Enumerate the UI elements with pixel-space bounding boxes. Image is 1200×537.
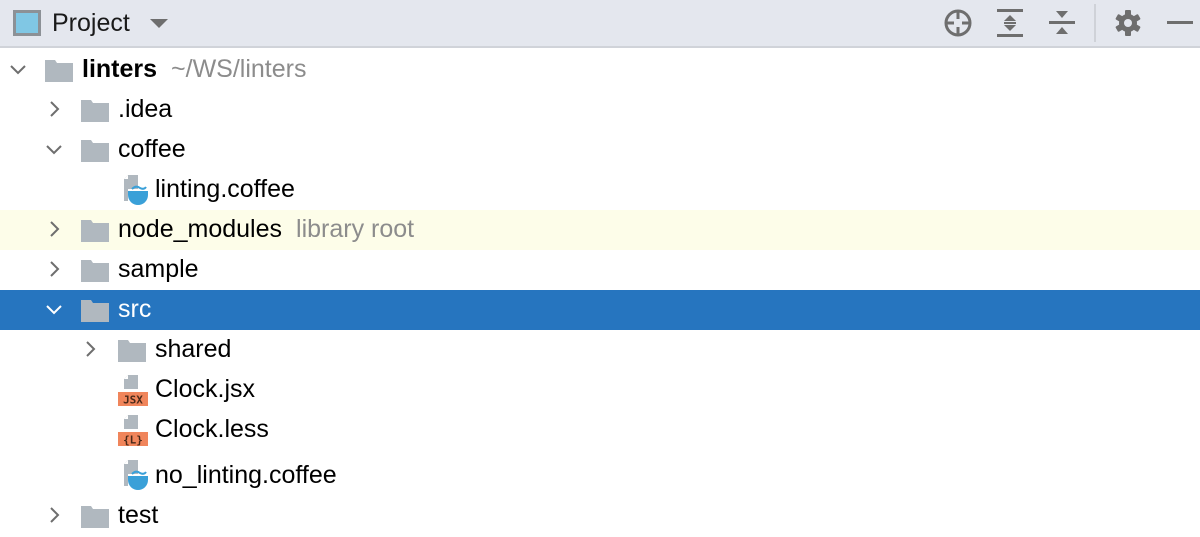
chevron-down-icon[interactable] xyxy=(8,59,28,79)
less-file-icon: {L} xyxy=(118,415,148,447)
view-selector[interactable]: Project xyxy=(52,9,130,37)
folder-icon xyxy=(81,220,109,242)
collapse-all-button[interactable] xyxy=(1045,6,1079,40)
coffee-file-icon xyxy=(124,460,148,490)
folder-icon xyxy=(81,140,109,162)
tree-row-coffee[interactable]: coffee xyxy=(0,130,1200,170)
collapse-all-icon xyxy=(1049,11,1075,34)
folder-icon xyxy=(81,506,109,528)
coffee-file-icon xyxy=(124,175,148,205)
tree-row-no-linting-coffee[interactable]: no_linting.coffee xyxy=(0,452,1200,496)
locate-icon xyxy=(944,9,972,37)
expand-all-button[interactable] xyxy=(993,6,1027,40)
tree-row-root[interactable]: linters ~/WS/linters xyxy=(0,50,1200,90)
tree-row-linting-coffee[interactable]: linting.coffee xyxy=(0,170,1200,210)
tree-row-idea[interactable]: .idea xyxy=(0,90,1200,130)
tree-label: .idea xyxy=(118,95,173,123)
tree-label: sample xyxy=(118,255,199,283)
svg-text:JSX: JSX xyxy=(123,394,143,407)
chevron-down-icon[interactable] xyxy=(44,139,64,159)
tree-row-src[interactable]: src xyxy=(0,290,1200,330)
tree-row-clock-jsx[interactable]: JSX Clock.jsx xyxy=(0,370,1200,410)
expand-all-icon xyxy=(997,9,1023,37)
library-root-hint: library root xyxy=(296,215,415,243)
tree-label: Clock.jsx xyxy=(155,375,256,403)
folder-icon xyxy=(45,60,73,82)
chevron-right-icon[interactable] xyxy=(44,99,64,119)
folder-icon xyxy=(81,300,109,322)
svg-text:{L}: {L} xyxy=(123,434,143,447)
tree-label: test xyxy=(118,501,159,529)
folder-icon xyxy=(81,100,109,122)
chevron-right-icon[interactable] xyxy=(44,259,64,279)
root-path: ~/WS/linters xyxy=(171,55,307,83)
settings-button[interactable] xyxy=(1111,6,1145,40)
tree-label: node_modules xyxy=(118,215,283,243)
tree-label: no_linting.coffee xyxy=(155,461,337,489)
tree-row-shared[interactable]: shared xyxy=(0,330,1200,370)
tree-label: src xyxy=(118,295,152,323)
tree-row-sample[interactable]: sample xyxy=(0,250,1200,290)
tree-label: shared xyxy=(155,335,232,363)
chevron-right-icon[interactable] xyxy=(80,339,100,359)
tree-row-node-modules[interactable]: node_modules library root xyxy=(0,210,1200,250)
chevron-right-icon[interactable] xyxy=(44,505,64,525)
minimize-icon xyxy=(1167,21,1193,24)
tree-label: Clock.less xyxy=(155,415,269,443)
hide-button[interactable] xyxy=(1163,6,1197,40)
root-label: linters xyxy=(82,55,158,83)
locate-button[interactable] xyxy=(941,6,975,40)
toolbar-separator xyxy=(1094,4,1096,42)
gear-icon xyxy=(1115,10,1141,36)
project-toolbar: Project xyxy=(0,0,1200,48)
folder-icon xyxy=(81,260,109,282)
tree-row-clock-less[interactable]: {L} Clock.less xyxy=(0,410,1200,450)
tree-label: coffee xyxy=(118,135,186,163)
dropdown-arrow-icon[interactable] xyxy=(150,19,168,28)
tree-label: linting.coffee xyxy=(155,175,295,203)
chevron-right-icon[interactable] xyxy=(44,219,64,239)
chevron-down-icon[interactable] xyxy=(44,299,64,319)
tree-row-test[interactable]: test xyxy=(0,496,1200,536)
project-view-icon xyxy=(13,10,41,36)
jsx-file-icon: JSX xyxy=(118,375,148,407)
folder-icon xyxy=(118,340,146,362)
